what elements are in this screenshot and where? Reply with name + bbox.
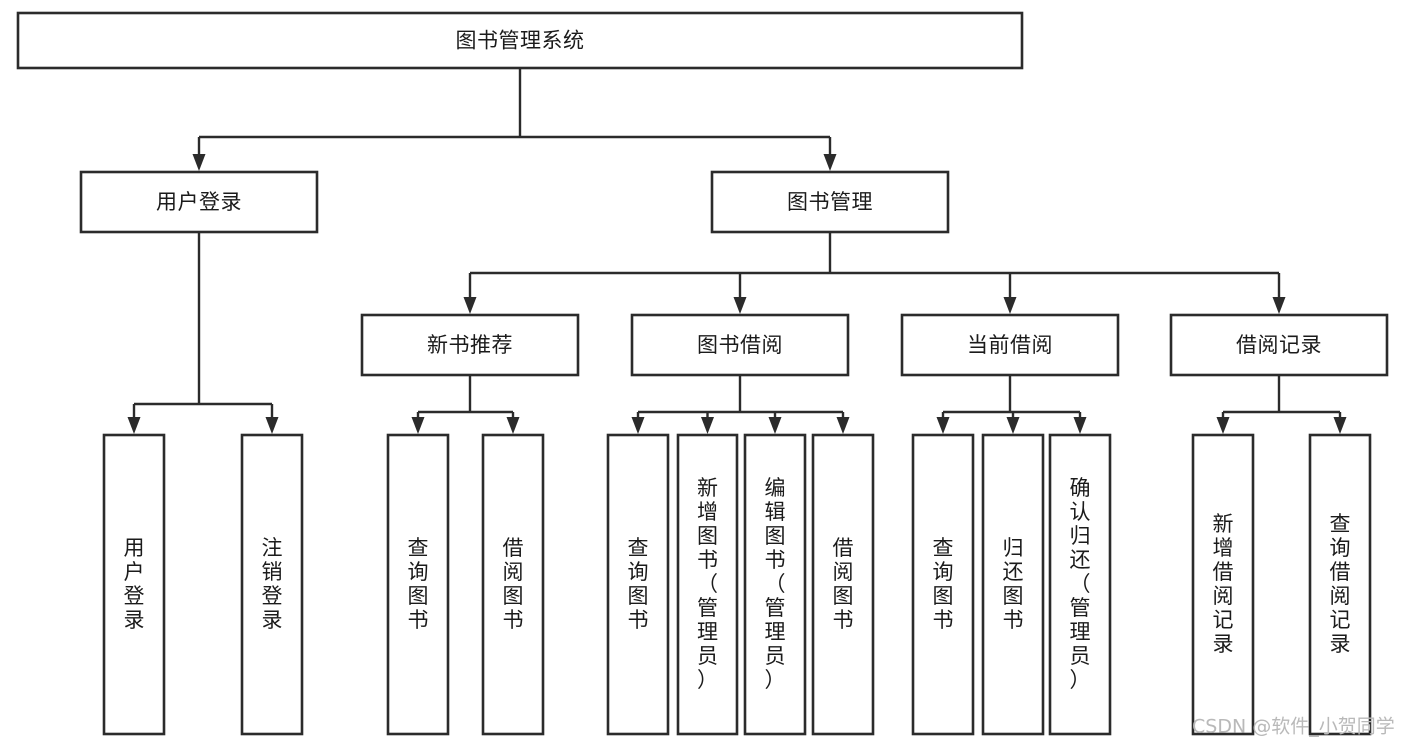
node-label: 图书管理系统 (456, 29, 585, 53)
node-box[interactable] (676, 433, 739, 736)
node-leaf-5[interactable]: 新增图书（管理员） (676, 433, 739, 736)
arrow-head-icon (411, 417, 425, 434)
node-l2-1[interactable]: 图书管理 (710, 170, 950, 234)
arrow-head-icon (701, 417, 714, 434)
node-label: 查询借阅记录 (1330, 512, 1351, 656)
node-label: 新增借阅记录 (1213, 512, 1234, 656)
node-box[interactable] (981, 433, 1045, 736)
node-leaf-11[interactable]: 新增借阅记录 (1191, 433, 1255, 736)
node-leaf-3[interactable]: 借阅图书 (481, 433, 545, 736)
arrow-head-icon (1006, 417, 1020, 434)
node-label: 查询图书 (408, 536, 429, 632)
node-box[interactable] (240, 433, 304, 736)
node-box[interactable] (606, 433, 670, 736)
arrow-head-icon (836, 417, 850, 434)
node-box[interactable] (386, 433, 450, 736)
node-label: 图书借阅 (697, 333, 783, 357)
node-box[interactable] (900, 313, 1120, 377)
arrow-head-icon (1003, 297, 1017, 314)
arrow-head-icon (1073, 417, 1087, 434)
node-leaf-12[interactable]: 查询借阅记录 (1308, 433, 1372, 736)
node-leaf-0[interactable]: 用户登录 (102, 433, 166, 736)
node-leaf-1[interactable]: 注销登录 (240, 433, 304, 736)
node-leaf-6[interactable]: 编辑图书（管理员） (743, 433, 807, 736)
node-label: 注销登录 (262, 536, 283, 632)
node-leaf-9[interactable]: 归还图书 (981, 433, 1045, 736)
arrow-head-icon (265, 417, 279, 434)
node-label: 用户登录 (156, 190, 242, 214)
node-box[interactable] (1308, 433, 1372, 736)
node-l2-0[interactable]: 用户登录 (79, 170, 319, 234)
node-box[interactable] (16, 11, 1024, 70)
node-box[interactable] (630, 313, 850, 377)
node-label: 借阅图书 (503, 536, 524, 632)
node-box[interactable] (911, 433, 975, 736)
node-l3-1[interactable]: 图书借阅 (630, 313, 850, 377)
node-leaf-10[interactable]: 确认归还（管理员） (1048, 433, 1112, 736)
node-box[interactable] (1191, 433, 1255, 736)
node-label: 查询图书 (933, 536, 954, 632)
node-label: 新书推荐 (427, 333, 513, 357)
arrow-head-icon (1216, 417, 1230, 434)
arrow-head-icon (823, 154, 837, 171)
node-leaf-8[interactable]: 查询图书 (911, 433, 975, 736)
arrow-head-icon (768, 417, 782, 434)
node-l3-3[interactable]: 借阅记录 (1169, 313, 1389, 377)
node-box[interactable] (102, 433, 166, 736)
node-box[interactable] (79, 170, 319, 234)
node-label: 借阅记录 (1236, 333, 1322, 357)
node-root-0[interactable]: 图书管理系统 (16, 11, 1024, 70)
arrow-head-icon (463, 297, 477, 314)
arrow-head-icon (936, 417, 950, 434)
node-box[interactable] (360, 313, 580, 377)
arrow-head-icon (631, 417, 645, 434)
node-label: 图书管理 (787, 190, 873, 214)
node-label: 查询图书 (628, 536, 649, 632)
node-leaf-4[interactable]: 查询图书 (606, 433, 670, 736)
node-box[interactable] (811, 433, 875, 736)
node-box[interactable] (481, 433, 545, 736)
node-box[interactable] (743, 433, 807, 736)
node-box[interactable] (1169, 313, 1389, 377)
arrow-head-icon (127, 417, 141, 434)
arrow-head-icon (506, 417, 520, 434)
arrow-head-icon (1333, 417, 1347, 434)
arrow-head-icon (733, 297, 747, 314)
node-label: 确认归还（管理员） (1070, 476, 1091, 692)
node-box[interactable] (710, 170, 950, 234)
csdn-watermark: CSDN @软件_小贺同学 (1192, 716, 1395, 738)
node-label: 编辑图书（管理员） (765, 476, 786, 692)
node-leaf-7[interactable]: 借阅图书 (811, 433, 875, 736)
node-box[interactable] (1048, 433, 1112, 736)
connector-lines-layer (127, 68, 1347, 434)
nodes-layer: 图书管理系统用户登录图书管理新书推荐图书借阅当前借阅借阅记录用户登录注销登录查询… (16, 11, 1389, 736)
node-label: 新增图书（管理员） (697, 476, 718, 692)
arrow-head-icon (192, 154, 206, 171)
node-label: 用户登录 (124, 536, 145, 632)
node-leaf-2[interactable]: 查询图书 (386, 433, 450, 736)
node-label: 当前借阅 (967, 333, 1053, 357)
node-l3-0[interactable]: 新书推荐 (360, 313, 580, 377)
arrow-head-icon (1272, 297, 1286, 314)
node-label: 借阅图书 (833, 536, 854, 632)
node-label: 归还图书 (1003, 536, 1024, 632)
node-l3-2[interactable]: 当前借阅 (900, 313, 1120, 377)
